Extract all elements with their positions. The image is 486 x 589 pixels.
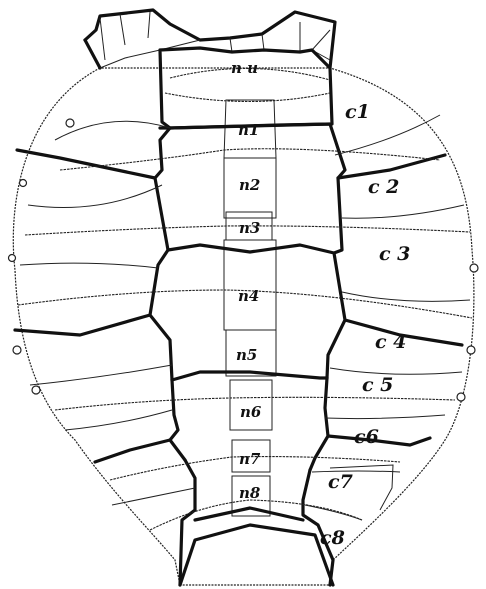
label-n6: n6: [240, 403, 262, 421]
label-c3: c 3: [379, 243, 410, 265]
label-n7: n7: [239, 450, 261, 468]
margin-knob: [32, 386, 40, 394]
label-n1: n1: [238, 121, 259, 139]
margin-knob: [457, 393, 465, 401]
label-n4: n4: [238, 287, 259, 305]
anterior-marginal-plates: [85, 10, 335, 68]
label-n5: n5: [236, 346, 257, 364]
margin-knob: [9, 255, 16, 262]
margin-knob: [13, 346, 21, 354]
label-n8: n8: [239, 484, 261, 502]
label-c7: c7: [328, 471, 353, 493]
label-nu: n u: [231, 59, 258, 77]
label-c6: c6: [354, 426, 379, 448]
label-c1: c1: [345, 101, 370, 123]
carapace-outline: [13, 68, 474, 585]
label-c4: c 4: [375, 331, 406, 353]
margin-knob: [20, 180, 27, 187]
label-c5: c 5: [362, 374, 393, 396]
label-c2: c 2: [368, 176, 399, 198]
margin-knob: [66, 119, 74, 127]
label-n3: n3: [239, 219, 260, 237]
label-c8: c8: [320, 527, 345, 549]
margin-knob: [467, 346, 475, 354]
label-n2: n2: [239, 176, 260, 194]
margin-knob: [470, 264, 478, 272]
